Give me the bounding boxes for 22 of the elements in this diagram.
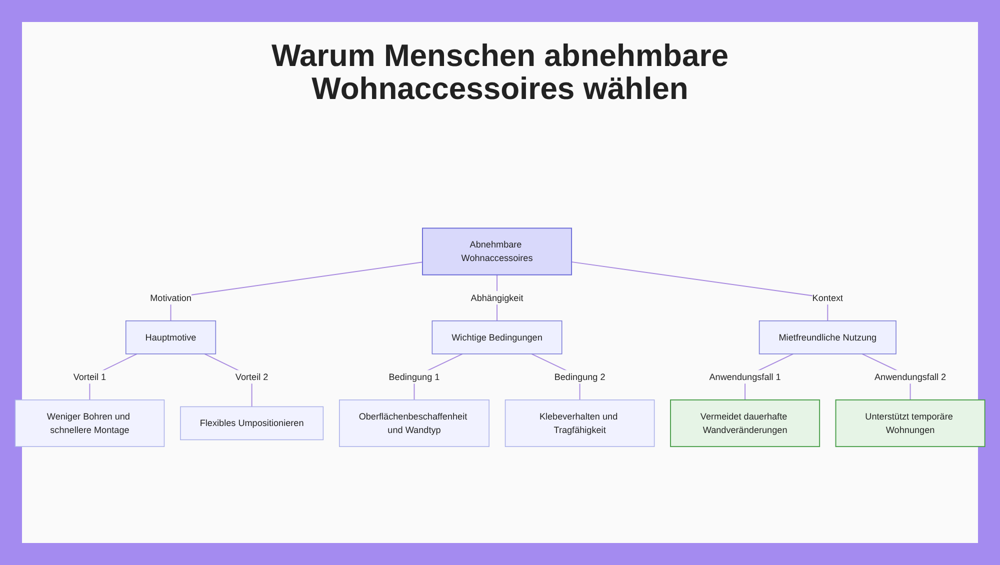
edge-label: Abhängigkeit	[470, 292, 524, 303]
node-box: Vermeidet dauerhafte Wandveränderungen	[670, 400, 820, 448]
edge-label: Vorteil 2	[235, 372, 268, 382]
title: Warum Menschen abnehmbare Wohnaccessoires wählen	[270, 40, 730, 106]
node-box: Abnehmbare Wohnaccessoires	[422, 228, 572, 276]
node-box: Wichtige Bedingungen	[432, 320, 562, 354]
edge-label: Anwendungsfall 1	[709, 372, 781, 382]
node-box: Mietfreundliche Nutzung	[758, 320, 896, 354]
node-box: Oberflächenbeschaffenheit und Wandtyp	[339, 400, 490, 448]
node-box: Flexibles Umpositionieren	[180, 406, 324, 440]
node-box: Weniger Bohren und schnellere Montage	[14, 400, 165, 448]
edge-label: Anwendungsfall 2	[874, 372, 946, 382]
edge-label: Vorteil 1	[73, 372, 106, 382]
edge-label: Motivation	[150, 292, 192, 303]
edge-label: Kontext	[812, 292, 844, 303]
edge-label: Bedingung 2	[554, 372, 606, 382]
node-box: Hauptmotive	[125, 320, 216, 354]
edge-label: Bedingung 1	[388, 372, 440, 382]
node-box: Klebeverhalten und Tragfähigkeit	[504, 400, 655, 448]
node-box: Unterstützt temporäre Wohnungen	[835, 400, 986, 448]
connector	[571, 262, 828, 322]
connector	[170, 262, 423, 322]
